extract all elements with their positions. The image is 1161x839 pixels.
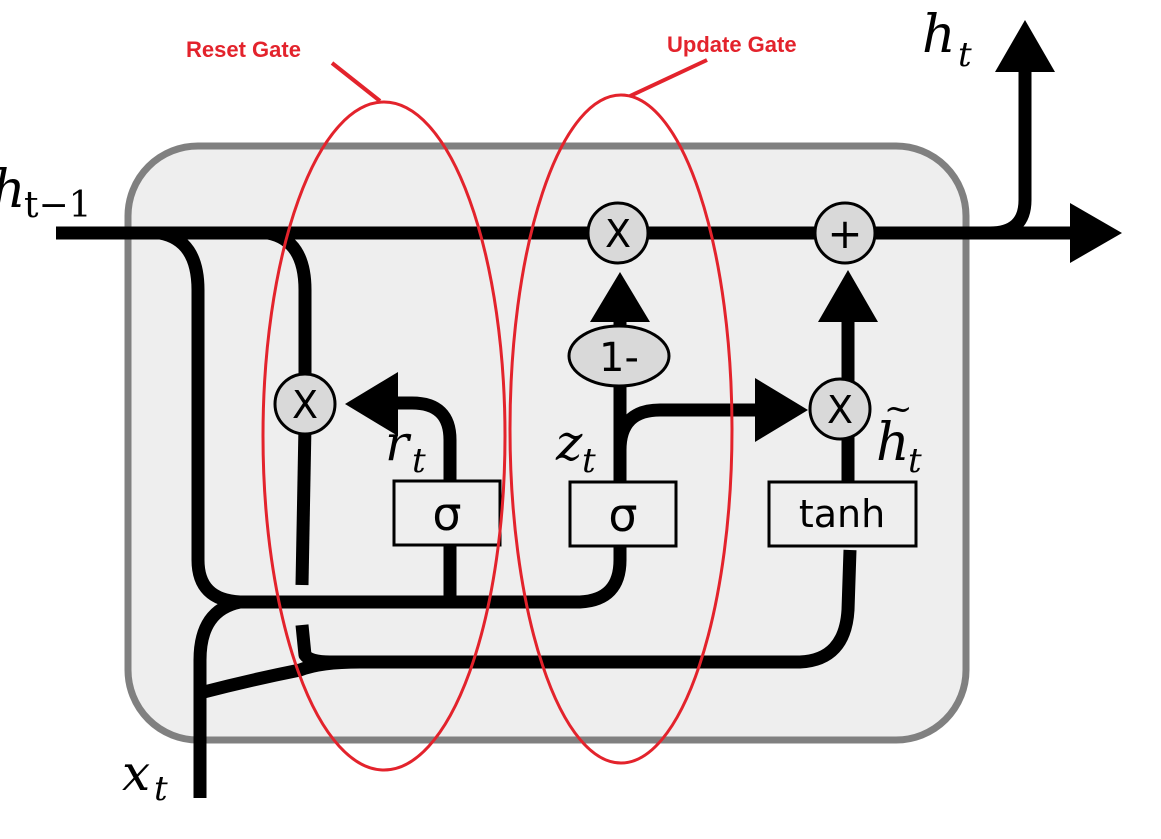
update-multiply-node: X	[586, 201, 650, 265]
prev-hidden-symbol: h	[0, 160, 26, 220]
reset-multiply-node: X	[273, 372, 337, 436]
output-hidden-label: h t	[922, 5, 972, 75]
candidate-signal-tilde: ~	[884, 389, 913, 429]
reset-multiply-label: X	[292, 383, 318, 427]
output-hidden-subscript: t	[958, 35, 972, 75]
input-subscript: t	[154, 769, 168, 809]
candidate-signal-symbol: h	[876, 413, 910, 473]
update-to-candidate-mult-arrow	[755, 378, 808, 442]
input-xt-to-tanh-wire	[198, 655, 361, 700]
reset-sigmoid-label: σ	[432, 487, 461, 541]
add-node: +	[813, 201, 877, 265]
reset-signal-arrow	[345, 372, 398, 436]
update-sigmoid-box: σ	[568, 480, 678, 548]
input-symbol: x	[122, 744, 150, 802]
input-label: x t	[122, 744, 168, 809]
update-signal-subscript: t	[582, 441, 596, 481]
one-minus-up-arrow	[590, 272, 650, 322]
prev-hidden-label: h t−1	[0, 160, 92, 226]
update-gate-highlight	[508, 93, 734, 765]
hidden-output-right-arrow	[1070, 203, 1122, 263]
prev-hidden-to-gates-wire	[158, 226, 627, 609]
reset-signal-label: r t	[385, 414, 426, 481]
update-gate-annotation: Update Gate	[667, 32, 797, 57]
reset-mult-to-tanh-wire	[295, 549, 857, 669]
reset-mult-down-wire	[295, 424, 312, 586]
update-signal-symbol: z	[555, 414, 583, 472]
update-gate-pointer	[629, 58, 708, 98]
one-minus-node: 1-	[567, 324, 671, 388]
update-to-candidate-mult-wire	[613, 403, 760, 451]
one-minus-label: 1-	[599, 335, 639, 381]
reset-signal-wire	[395, 396, 457, 602]
candidate-signal-subscript: t	[908, 441, 922, 481]
prev-hidden-subscript: t−1	[24, 185, 92, 226]
hidden-output-up-arrow	[995, 20, 1055, 72]
candidate-signal-label: h ~ t	[876, 389, 922, 481]
input-xt-wire	[193, 595, 242, 798]
gru-cell-box	[124, 142, 970, 744]
reset-sigmoid-box: σ	[392, 479, 502, 547]
reset-gate-highlight	[261, 100, 507, 772]
reset-signal-symbol: r	[385, 414, 412, 472]
reset-gate-pointer	[330, 61, 382, 103]
update-signal-label: z t	[555, 414, 596, 481]
reset-signal-subscript: t	[412, 441, 426, 481]
tanh-box: tanh	[767, 480, 918, 548]
prev-hidden-to-reset-mult-wire	[266, 226, 312, 383]
update-multiply-label: X	[605, 212, 631, 256]
tanh-label: tanh	[799, 492, 885, 536]
hidden-output-up-wire	[989, 70, 1032, 240]
candidate-multiply-node: X	[808, 377, 872, 441]
candidate-to-add-arrow	[818, 270, 878, 322]
candidate-multiply-label: X	[827, 388, 853, 432]
update-sigmoid-label: σ	[608, 488, 637, 542]
output-hidden-symbol: h	[922, 5, 956, 65]
reset-gate-annotation: Reset Gate	[186, 37, 301, 62]
add-label: +	[827, 209, 862, 258]
